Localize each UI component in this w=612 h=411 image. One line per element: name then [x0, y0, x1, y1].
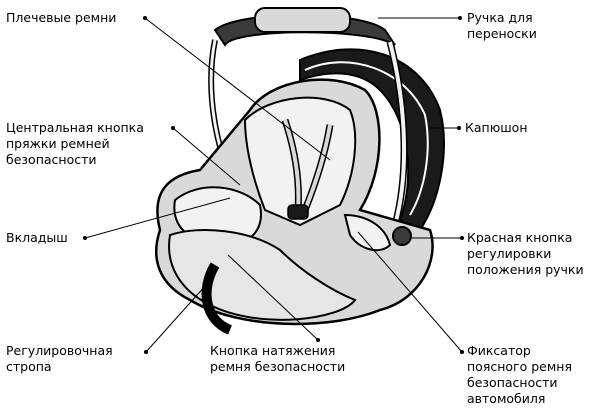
label-shoulder-straps: Плечевые ремни: [6, 10, 116, 26]
label-tension-button: Кнопка натяжения ремня безопасности: [210, 343, 345, 375]
label-center-buckle-button: Центральная кнопка пряжки ремней безопас…: [6, 120, 144, 168]
red-button-shape: [393, 227, 411, 245]
buckle-shape: [288, 205, 308, 219]
label-lap-belt-guide: Фиксатор поясного ремня безопасности авт…: [467, 343, 572, 407]
label-adjustment-strap: Регулировочная стропа: [6, 343, 113, 375]
handle-grip: [255, 8, 350, 32]
label-insert: Вкладыш: [6, 230, 68, 246]
label-carry-handle: Ручка для переноски: [467, 10, 537, 42]
label-canopy: Капюшон: [465, 120, 528, 136]
label-red-handle-button: Красная кнопка регулировки положения руч…: [467, 230, 584, 278]
